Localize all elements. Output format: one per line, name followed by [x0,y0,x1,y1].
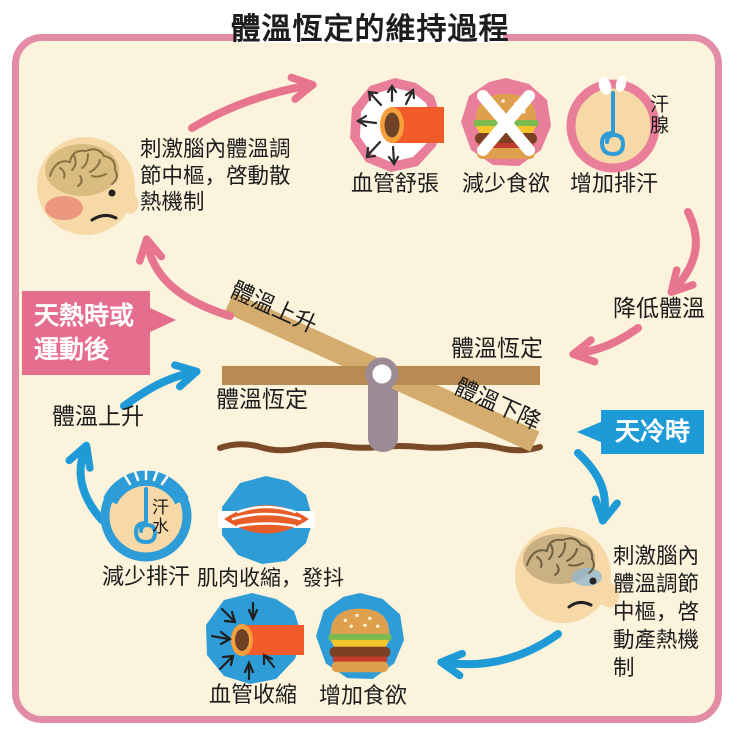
gland-inner-label: 汗水 [148,498,168,536]
muscle-icon [218,475,315,565]
cross-out-x [477,90,535,156]
sweat-gland-pink-icon [566,73,660,173]
sweat-gland-blue-icon [100,465,192,562]
seesaw-steady-left-label: 體溫恆定 [216,387,308,413]
callout-pointer [577,421,603,443]
lower-temp-label: 降低體溫 [613,296,705,322]
sweat-more-label: 增加排汗 [569,172,658,197]
muscle-fiber-shape [224,505,309,534]
arrow-effects-to-rise [65,441,106,524]
frown-mouth [90,213,118,222]
sweat-droplet [615,76,627,92]
arrow-rise-to-seesaw [120,361,201,410]
vasodilation-label: 血管舒張 [350,172,439,197]
appetite-icon [314,593,406,681]
seesaw-illustration [217,292,543,454]
cold-brain-head-icon [513,523,631,627]
temp-rise-left-label: 體溫上升 [52,404,144,430]
sweat-droplet [598,77,612,95]
nose-shape [121,190,139,214]
vasoconstriction-label: 血管收縮 [208,683,297,708]
muscle-shiver-label: 肌肉收縮，發抖 [197,566,344,590]
frown-mouth [567,600,593,609]
cold-shadow-shape [572,568,602,586]
brain-shape [45,144,119,196]
cold-trigger-callout: 天冷時 [577,410,705,454]
arrow-brain-to-effects [188,73,317,132]
gland-duct [599,91,626,157]
gland-duct [133,487,158,545]
blush-shape [45,196,83,220]
nose-shape [598,579,620,608]
hamburger-illustration [328,608,392,673]
cold-brain-text: 刺激腦內體溫調節中樞，啓動產熱機制 [613,544,700,681]
no-appetite-label: 減少食欲 [461,172,550,197]
hot-brain-head-icon [36,132,140,238]
title-background-mask [237,33,503,43]
callout-pointer [148,307,176,333]
arrow-lower-to-seesaw [569,324,642,366]
sweat-less-label: 減少排汗 [101,565,190,590]
arrow-effects-to-lower [667,208,700,296]
eye-dot [108,189,116,197]
appetite-label: 增加食欲 [318,684,407,709]
arrow-brain-to-effects-cold [437,630,562,680]
pivot-circle [365,357,399,391]
page-title: 體溫恆定的維持過程 [230,12,510,47]
inward-arrows [210,601,276,681]
hot-trigger-text: 天熱時或運動後 [34,301,135,364]
outward-arrows [355,84,416,167]
cold-cycle-arrows [65,361,621,680]
arrow-cold-to-brain [574,449,621,525]
eye-dot [589,577,597,585]
cold-trigger-text: 天冷時 [615,417,691,446]
hot-brain-text: 刺激腦內體溫調節中樞，啓動散熱機制 [140,137,291,215]
no-appetite-icon [461,75,551,171]
arrow-seesaw-to-brain [136,235,234,320]
seesaw-steady-right-label: 體溫恆定 [451,336,543,362]
gland-inner-label: 汗腺 [647,94,669,136]
vasoconstriction-icon [202,591,304,685]
sweat-spray-lines [123,468,169,486]
vasodilation-icon [346,76,444,174]
hot-cycle-arrows [136,73,700,366]
hot-trigger-callout: 天熱時或運動後 [22,291,176,375]
